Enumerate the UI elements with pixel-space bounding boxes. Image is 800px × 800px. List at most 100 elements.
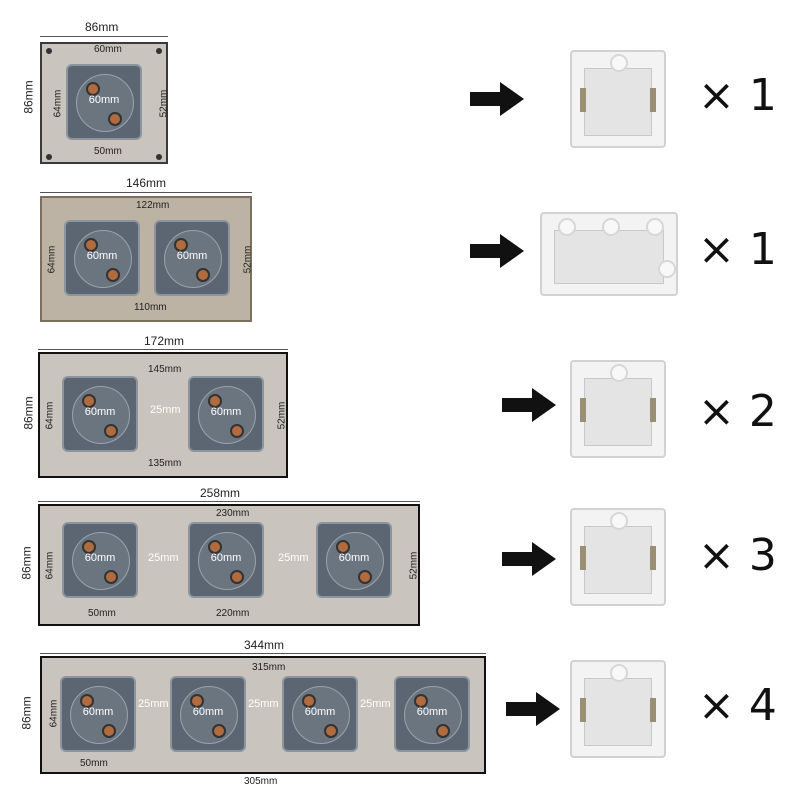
gap-label: 25mm	[360, 698, 391, 710]
bottom-width-label: 305mm	[244, 776, 278, 787]
screw-icon	[156, 154, 162, 160]
bottom-left-label: 50mm	[80, 758, 108, 769]
overall-width-label: 258mm	[200, 486, 241, 500]
panel-double-spaced: 145mm 64mm 52mm 60mm 25mm 60mm 135mm	[38, 352, 288, 478]
multiplier-label: × 4	[698, 680, 777, 731]
dimension-line	[38, 349, 288, 350]
pin-icon	[414, 694, 428, 708]
inner-height-label: 64mm	[48, 699, 60, 728]
panel-double: 122mm 64mm 52mm 60mm 60mm 110mm	[40, 196, 254, 322]
inner-height-label: 64mm	[44, 401, 56, 430]
socket: 60mm	[188, 376, 264, 452]
row-1: 86mm 86mm 60mm 64mm 52mm 60mm 50mm × 1	[0, 0, 800, 170]
socket: 60mm	[188, 522, 264, 598]
screw-icon	[156, 48, 162, 54]
pin-icon	[358, 570, 372, 584]
socket-label: 60mm	[84, 406, 116, 418]
pin-icon	[324, 724, 338, 738]
pin-icon	[196, 268, 210, 282]
pin-icon	[104, 424, 118, 438]
gap-label: 25mm	[148, 552, 179, 564]
dimension-line	[40, 192, 252, 193]
right-height-label: 52mm	[158, 89, 170, 118]
dimension-line	[38, 501, 420, 502]
socket: 60mm	[394, 676, 470, 752]
pin-icon	[302, 694, 316, 708]
socket: 60mm	[66, 64, 142, 140]
screw-icon	[46, 48, 52, 54]
inner-height-label: 64mm	[52, 89, 64, 118]
panel-quad: 315mm 64mm 60mm 25mm 60mm 25mm 60mm 25mm	[40, 656, 486, 774]
gap-label: 25mm	[150, 404, 181, 416]
inner-height-label: 64mm	[46, 245, 58, 274]
pin-icon	[208, 394, 222, 408]
row-3: 172mm 86mm 145mm 64mm 52mm 60mm 25mm 60m…	[0, 332, 800, 492]
panel-triple: 230mm 64mm 52mm 60mm 25mm 60mm 25mm 60mm…	[38, 504, 420, 626]
pin-icon	[436, 724, 450, 738]
pin-icon	[190, 694, 204, 708]
double-junction-box-icon	[540, 212, 678, 296]
overall-width-label: 146mm	[126, 176, 167, 190]
row-4: 258mm 86mm 230mm 64mm 52mm 60mm 25mm 60m…	[0, 484, 800, 634]
pin-icon	[230, 424, 244, 438]
pin-icon	[230, 570, 244, 584]
overall-width-label: 172mm	[144, 334, 185, 348]
socket-label: 60mm	[82, 706, 114, 718]
overall-width-label: 86mm	[85, 20, 119, 34]
socket-label: 60mm	[86, 250, 118, 262]
screw-icon	[46, 154, 52, 160]
socket-label: 60mm	[338, 552, 370, 564]
bottom-width-label: 220mm	[216, 608, 250, 619]
height-label: 86mm	[21, 80, 36, 114]
pin-icon	[208, 540, 222, 554]
gap-label: 25mm	[278, 552, 309, 564]
socket: 60mm	[170, 676, 246, 752]
socket-label: 60mm	[192, 706, 224, 718]
inner-height-label: 64mm	[44, 551, 56, 580]
inner-width-label: 122mm	[136, 200, 170, 211]
dimension-line	[40, 36, 168, 37]
socket: 60mm	[60, 676, 136, 752]
multiplier-label: × 1	[698, 70, 777, 121]
row-5: 344mm 86mm 315mm 64mm 60mm 25mm 60mm 25m…	[0, 636, 800, 800]
inner-width-label: 60mm	[94, 44, 122, 55]
row-2: 146mm 122mm 64mm 52mm 60mm 60mm 110mm × …	[0, 172, 800, 332]
socket-label: 60mm	[176, 250, 208, 262]
socket-label: 60mm	[210, 552, 242, 564]
bottom-left-label: 50mm	[88, 608, 116, 619]
dimension-line	[40, 653, 486, 654]
junction-box-icon	[570, 660, 666, 758]
gap-label: 25mm	[138, 698, 169, 710]
height-label: 86mm	[21, 396, 36, 430]
arrow-right-icon	[502, 388, 556, 422]
arrow-right-icon	[502, 542, 556, 576]
pin-icon	[102, 724, 116, 738]
bottom-width-label: 135mm	[148, 458, 182, 469]
height-label: 86mm	[19, 696, 34, 730]
socket: 60mm	[62, 376, 138, 452]
multiplier-label: × 2	[698, 386, 777, 437]
right-height-label: 52mm	[242, 245, 254, 274]
bottom-width-label: 50mm	[94, 146, 122, 157]
height-label: 86mm	[19, 546, 34, 580]
overall-width-label: 344mm	[244, 638, 285, 652]
panel-single: 60mm 64mm 52mm 60mm 50mm	[40, 42, 170, 164]
socket-label: 60mm	[84, 552, 116, 564]
arrow-right-icon	[506, 692, 560, 726]
pin-icon	[336, 540, 350, 554]
bottom-width-label: 110mm	[134, 302, 167, 313]
junction-box-icon	[570, 50, 666, 148]
pin-icon	[106, 268, 120, 282]
socket-label: 60mm	[304, 706, 336, 718]
socket-label: 60mm	[210, 406, 242, 418]
pin-icon	[212, 724, 226, 738]
junction-box-icon	[570, 360, 666, 458]
arrow-right-icon	[470, 82, 524, 116]
gap-label: 25mm	[248, 698, 279, 710]
junction-box-icon	[570, 508, 666, 606]
socket-label: 60mm	[88, 94, 120, 106]
socket: 60mm	[64, 220, 140, 296]
right-height-label: 52mm	[408, 551, 420, 580]
socket-label: 60mm	[416, 706, 448, 718]
pin-icon	[104, 570, 118, 584]
